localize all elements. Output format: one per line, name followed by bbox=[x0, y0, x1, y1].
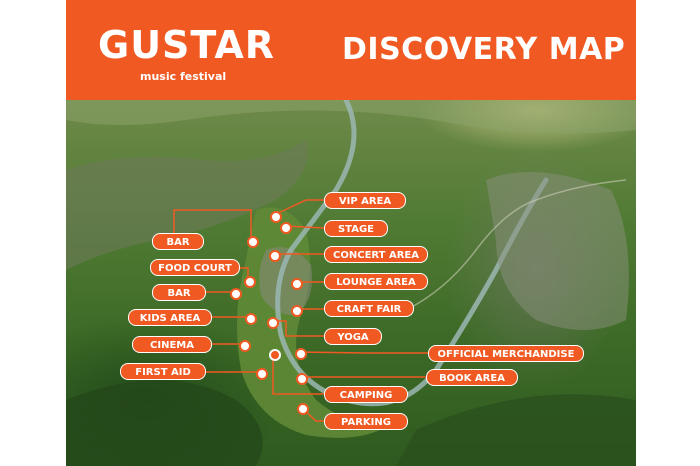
marker-kids-area[interactable] bbox=[245, 313, 257, 325]
foreground-hill-right bbox=[396, 394, 636, 466]
marker-book-area[interactable] bbox=[296, 373, 308, 385]
label-craft-fair[interactable]: CRAFT FAIR bbox=[324, 300, 414, 317]
leader-line-camping bbox=[272, 353, 324, 395]
label-book-area[interactable]: BOOK AREA bbox=[426, 369, 518, 386]
marker-bar-2[interactable] bbox=[230, 288, 242, 300]
festival-logo-subtitle: music festival bbox=[140, 70, 227, 83]
label-bar-1[interactable]: BAR bbox=[152, 233, 204, 250]
label-official-merchandise[interactable]: OFFICIAL MERCHANDISE bbox=[428, 345, 584, 362]
aerial-photo bbox=[66, 100, 636, 466]
label-yoga[interactable]: YOGA bbox=[324, 328, 382, 345]
marker-yoga[interactable] bbox=[267, 317, 279, 329]
label-camping[interactable]: CAMPING bbox=[324, 386, 408, 403]
festival-logo: GUSTAR bbox=[98, 23, 276, 67]
festival-map-poster: GUSTAR music festival DISCOVERY MAP bbox=[66, 0, 636, 466]
marker-official-merchandise[interactable] bbox=[295, 348, 307, 360]
festival-grounds bbox=[259, 247, 312, 315]
road bbox=[405, 179, 627, 311]
aerial-terrain bbox=[66, 100, 636, 466]
distant-hills bbox=[66, 100, 636, 134]
label-bar-2[interactable]: BAR bbox=[152, 284, 206, 301]
marker-concert-area[interactable] bbox=[269, 250, 281, 262]
marker-vip-area[interactable] bbox=[270, 211, 282, 223]
marker-stage[interactable] bbox=[280, 222, 292, 234]
leader-line-official-merchandise bbox=[298, 351, 428, 354]
label-kids-area[interactable]: KIDS AREA bbox=[128, 309, 212, 326]
leader-line-bar-1 bbox=[173, 209, 252, 240]
foreground-hill-left bbox=[66, 380, 263, 466]
label-lounge-area[interactable]: LOUNGE AREA bbox=[324, 273, 428, 290]
marker-bar-1[interactable] bbox=[247, 236, 259, 248]
label-cinema[interactable]: CINEMA bbox=[132, 336, 212, 353]
marker-lounge-area[interactable] bbox=[291, 278, 303, 290]
village bbox=[486, 172, 629, 330]
rock-cliff bbox=[66, 140, 308, 270]
marker-craft-fair[interactable] bbox=[291, 305, 303, 317]
marker-cinema[interactable] bbox=[239, 340, 251, 352]
header-band: GUSTAR music festival DISCOVERY MAP bbox=[66, 0, 636, 100]
label-parking[interactable]: PARKING bbox=[324, 413, 408, 430]
label-concert-area[interactable]: CONCERT AREA bbox=[324, 246, 428, 263]
label-vip-area[interactable]: VIP AREA bbox=[324, 192, 406, 209]
label-first-aid[interactable]: FIRST AID bbox=[120, 363, 206, 380]
page-title: DISCOVERY MAP bbox=[342, 32, 626, 67]
label-stage[interactable]: STAGE bbox=[324, 220, 388, 237]
leader-line-vip-area bbox=[273, 199, 324, 216]
label-food-court[interactable]: FOOD COURT bbox=[150, 259, 240, 276]
marker-parking[interactable] bbox=[297, 403, 309, 415]
marker-first-aid[interactable] bbox=[256, 368, 268, 380]
marker-camping[interactable] bbox=[269, 349, 281, 361]
leader-lines bbox=[173, 199, 428, 422]
marker-food-court[interactable] bbox=[244, 276, 256, 288]
